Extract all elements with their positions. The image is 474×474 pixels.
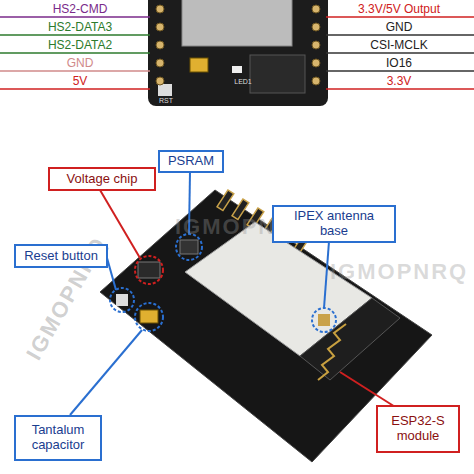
reset-button bbox=[116, 294, 128, 306]
callout-box: IPEX antenna base bbox=[272, 205, 396, 243]
module-shield bbox=[182, 0, 292, 46]
ipex-connector bbox=[318, 314, 330, 326]
capacitor-top bbox=[190, 58, 208, 72]
callout-box: PSRAM bbox=[158, 150, 224, 173]
pin-label: IO16 bbox=[334, 57, 464, 70]
callout-text: PSRAM bbox=[168, 154, 214, 169]
regulator-chip bbox=[138, 262, 160, 278]
pin-label: HS2-DATA3 bbox=[20, 21, 140, 34]
silkscreen-text: LED1 bbox=[228, 78, 258, 86]
header-pins bbox=[156, 5, 320, 85]
callout-box: Tantalum capacitor bbox=[14, 415, 102, 461]
pin-label: HS2-CMD bbox=[20, 3, 140, 16]
pin-label: 5V bbox=[20, 75, 140, 88]
pin-label: GND bbox=[334, 21, 464, 34]
pin-label: 3.3V/5V Output bbox=[334, 3, 464, 16]
regulator bbox=[250, 55, 305, 93]
led bbox=[232, 66, 242, 73]
psram-chip bbox=[180, 240, 198, 254]
callout-text: IPEX antenna base bbox=[278, 209, 390, 239]
tantalum-cap bbox=[140, 310, 158, 323]
antenna-area bbox=[300, 298, 400, 380]
pin-label: HS2-DATA2 bbox=[20, 39, 140, 52]
callout-box: Reset button bbox=[14, 244, 108, 268]
callout-box: Voltage chip bbox=[48, 167, 156, 191]
reset-button-top bbox=[158, 84, 172, 96]
board-top bbox=[148, 0, 328, 106]
callout-text: Tantalum capacitor bbox=[20, 423, 96, 453]
leaders bbox=[70, 172, 400, 415]
pin-label: CSI-MCLK bbox=[334, 39, 464, 52]
silkscreen-text: RST bbox=[154, 97, 178, 105]
pin-lines bbox=[0, 17, 474, 89]
callout-box: ESP32-S module bbox=[376, 405, 460, 453]
pin-label: 3.3V bbox=[334, 75, 464, 88]
watermark: IGMOPNRQ bbox=[330, 260, 460, 284]
callout-text: Reset button bbox=[24, 249, 98, 264]
callout-text: ESP32-S module bbox=[382, 414, 454, 444]
pin-label: GND bbox=[20, 57, 140, 70]
callout-text: Voltage chip bbox=[67, 172, 138, 187]
